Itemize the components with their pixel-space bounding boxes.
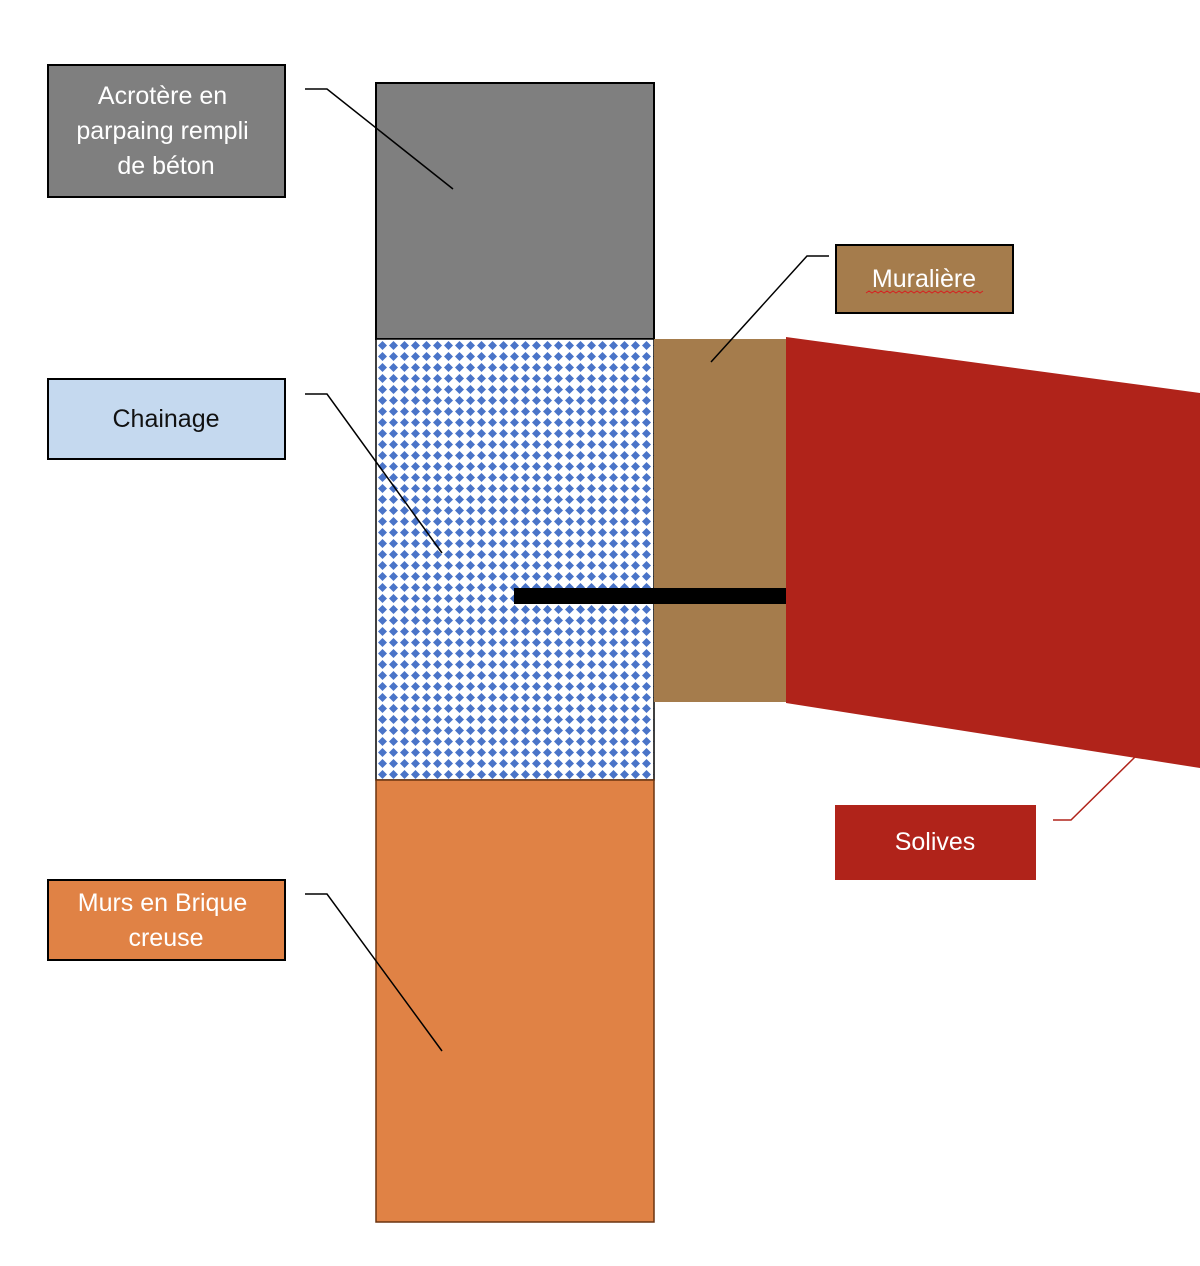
label-solives: Solives	[835, 805, 1036, 880]
label-murs: Murs en Brique creuse	[47, 879, 286, 961]
muraliere-leader-line	[710, 255, 829, 363]
label-acrotere: Acrotère en parpaing rempli de béton	[47, 64, 286, 198]
murs-block	[375, 779, 655, 1223]
label-muraliere: Muralière	[835, 244, 1014, 314]
label-solives-box	[835, 805, 1036, 880]
label-chainage: Chainage	[47, 378, 286, 460]
murs-leader-line	[305, 893, 443, 1052]
label-solives-text: Solives	[895, 828, 976, 856]
chainage-leader-line	[305, 393, 443, 554]
solives-leader-line	[1053, 756, 1136, 821]
label-chainage-box	[47, 378, 286, 460]
chainage-block	[375, 338, 655, 781]
muraliere-block	[654, 339, 786, 702]
label-muraliere-box	[835, 244, 1014, 314]
solives-block	[786, 337, 1200, 768]
acrotere-block	[375, 82, 655, 340]
label-chainage-text: Chainage	[112, 405, 219, 433]
spellcheck-underline	[865, 290, 984, 294]
label-muraliere-text: Muralière	[872, 265, 976, 293]
label-acrotere-text: Acrotère en parpaing rempli de béton	[76, 82, 255, 180]
label-murs-text: Murs en Brique creuse	[78, 889, 254, 952]
acrotere-leader-line	[305, 88, 454, 190]
label-acrotere-box	[47, 64, 286, 198]
label-murs-box	[47, 879, 286, 961]
anchor-rod	[514, 588, 786, 604]
